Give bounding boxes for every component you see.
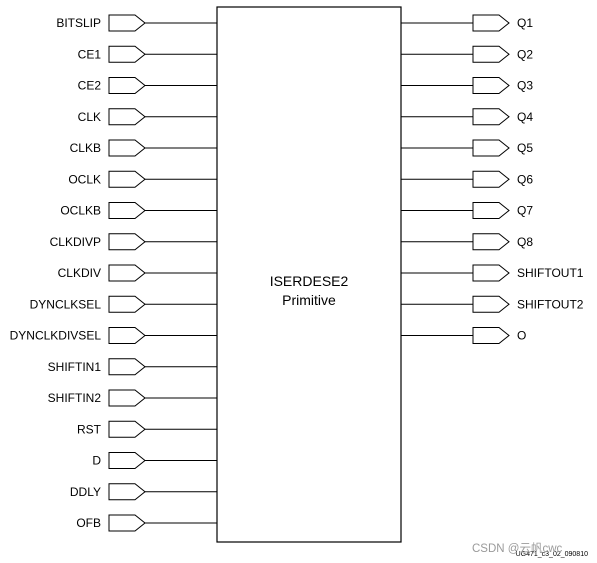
output-port-flag (472, 233, 510, 251)
input-port-flag (108, 389, 146, 407)
input-port-flag (108, 483, 146, 501)
output-pin-label: SHIFTOUT1 (517, 266, 584, 280)
output-pin-q1: Q1 (401, 14, 533, 32)
input-pin-dynclkdivsel: DYNCLKDIVSEL (10, 327, 217, 344)
input-pin-d: D (92, 452, 217, 469)
input-pin-dynclksel: DYNCLKSEL (30, 295, 217, 313)
input-port-flag (108, 45, 146, 63)
output-pin-shiftout1: SHIFTOUT1 (401, 264, 584, 282)
input-pin-clkdiv: CLKDIV (58, 264, 217, 282)
input-pin-bitslip: BITSLIP (56, 14, 217, 32)
input-pin-label: DYNCLKSEL (30, 297, 102, 311)
output-port-flag (472, 202, 510, 219)
output-port-flag (472, 327, 510, 344)
input-pin-label: CLKB (70, 141, 101, 155)
input-pin-rst: RST (77, 420, 217, 438)
input-pin-label: RST (77, 422, 102, 436)
output-pin-o: O (401, 327, 526, 344)
input-pin-ofb: OFB (76, 514, 217, 532)
input-port-flag (108, 514, 146, 532)
input-port-flag (108, 170, 146, 188)
input-pin-label: CE2 (78, 79, 102, 93)
output-port-flag (472, 14, 510, 32)
input-port-flag (108, 452, 146, 469)
input-port-flag (108, 14, 146, 32)
output-pin-label: SHIFTOUT2 (517, 297, 584, 311)
output-pin-label: Q8 (517, 235, 533, 249)
input-pin-label: CLK (78, 110, 101, 124)
output-port-flag (472, 295, 510, 313)
input-pin-label: CLKDIV (58, 266, 101, 280)
primitive-block (216, 6, 402, 543)
input-pin-label: SHIFTIN2 (48, 391, 102, 405)
input-pin-label: OCLK (68, 172, 101, 186)
input-pin-shiftin1: SHIFTIN1 (48, 358, 217, 376)
input-port-flag (108, 327, 146, 344)
output-port-flag (472, 139, 510, 157)
input-pin-ddly: DDLY (70, 483, 217, 501)
output-pin-q6: Q6 (401, 170, 533, 188)
input-pin-clkdivp: CLKDIVP (50, 233, 217, 251)
input-pin-label: OCLKB (60, 204, 101, 218)
output-pin-label: Q1 (517, 16, 533, 30)
output-pin-q3: Q3 (401, 77, 533, 94)
output-pin-q2: Q2 (401, 45, 533, 63)
input-pin-label: OFB (76, 516, 101, 530)
input-pin-label: CLKDIVP (50, 235, 101, 249)
input-pin-ce2: CE2 (78, 77, 217, 94)
input-pin-label: DYNCLKDIVSEL (10, 329, 102, 343)
output-pin-q7: Q7 (401, 202, 533, 219)
input-port-flag (108, 77, 146, 94)
input-port-flag (108, 264, 146, 282)
input-port-flag (108, 295, 146, 313)
input-pin-clkb: CLKB (70, 139, 217, 157)
output-pin-label: Q5 (517, 141, 533, 155)
output-pin-q8: Q8 (401, 233, 533, 251)
output-pin-label: Q2 (517, 47, 533, 61)
input-port-flag (108, 139, 146, 157)
output-pin-label: Q4 (517, 110, 533, 124)
input-pin-clk: CLK (78, 108, 217, 126)
input-pin-label: SHIFTIN1 (48, 360, 102, 374)
input-pin-ce1: CE1 (78, 45, 217, 63)
input-pin-oclkb: OCLKB (60, 202, 217, 219)
input-pin-label: BITSLIP (56, 16, 101, 30)
input-port-flag (108, 108, 146, 126)
output-port-flag (472, 108, 510, 126)
output-pin-label: Q6 (517, 172, 533, 186)
input-pin-label: DDLY (70, 485, 101, 499)
output-pin-q4: Q4 (401, 108, 533, 126)
output-port-flag (472, 264, 510, 282)
output-port-flag (472, 77, 510, 94)
output-port-flag (472, 170, 510, 188)
watermark: CSDN @云帆cwc (472, 543, 563, 555)
input-pin-label: D (92, 454, 101, 468)
output-port-flag (472, 45, 510, 63)
block-subtitle: Primitive (282, 292, 336, 308)
output-pin-q5: Q5 (401, 139, 533, 157)
input-pin-oclk: OCLK (68, 170, 217, 188)
input-port-flag (108, 233, 146, 251)
output-pin-label: O (517, 329, 526, 343)
output-pin-label: Q7 (517, 204, 533, 218)
output-pin-shiftout2: SHIFTOUT2 (401, 295, 584, 313)
input-port-flag (108, 202, 146, 219)
input-pin-shiftin2: SHIFTIN2 (48, 389, 217, 407)
block-name: ISERDESE2 (270, 273, 349, 289)
input-port-flag (108, 358, 146, 376)
figure-id: UG471_c3_02_090810 (516, 551, 589, 558)
input-pin-label: CE1 (78, 47, 102, 61)
output-pin-label: Q3 (517, 79, 533, 93)
input-port-flag (108, 420, 146, 438)
